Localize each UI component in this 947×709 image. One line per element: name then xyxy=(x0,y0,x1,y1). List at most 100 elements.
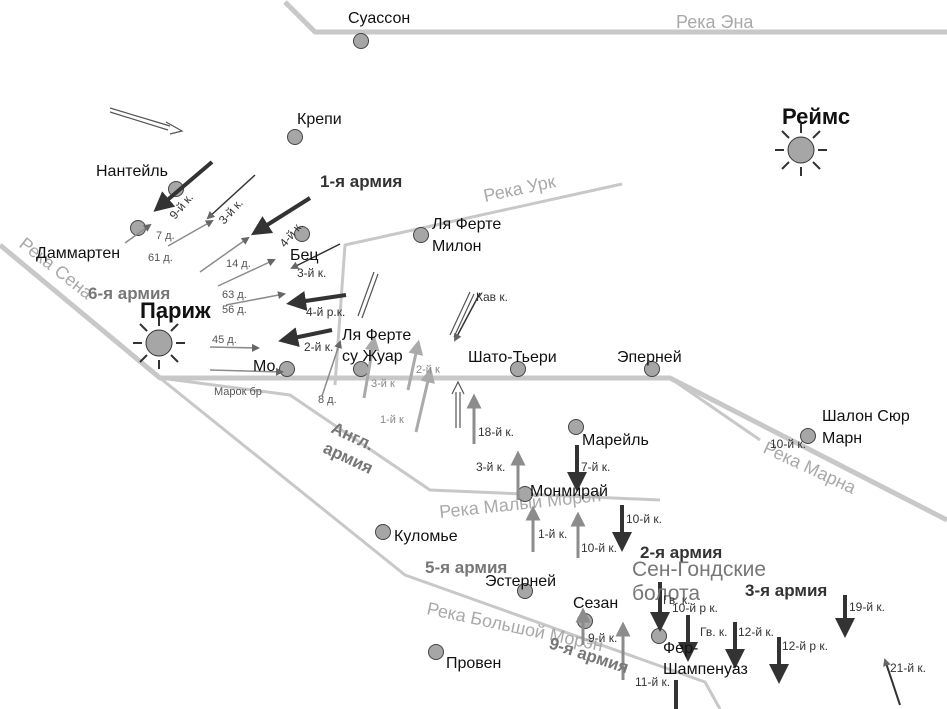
unit-k12r: 12-й р к. xyxy=(782,639,828,653)
river-marne-upper xyxy=(669,376,761,442)
unit-k10f: 10-й к. xyxy=(581,541,617,555)
unit-bef1: 1-й к xyxy=(380,414,404,426)
arrow-k4r xyxy=(286,291,347,311)
label-chalons-2: Марн xyxy=(822,430,862,447)
label-la-ferte-milon-2: Милон xyxy=(432,238,482,255)
unit-d8: 8 д. xyxy=(318,394,337,406)
unit-k1f: 1-й к. xyxy=(538,527,567,541)
unit-k3f: 3-й к. xyxy=(476,460,505,474)
river-grand-morin xyxy=(159,376,722,709)
paris-sun-icon xyxy=(133,317,185,369)
unit-gv1: Гв. к. xyxy=(663,593,690,607)
city-dot-coulommiers xyxy=(375,524,391,540)
hollow-arrow-k4r xyxy=(357,271,379,319)
arrow-d14 xyxy=(199,236,250,273)
unit-labels: 9-й к. 3-й к. 4-й к. 3-й к. 4-й р.к. 2-й… xyxy=(148,190,926,689)
city-dot-crepy xyxy=(287,129,303,145)
unit-k21: 21-й к. xyxy=(890,661,926,675)
unit-d56: 56 д. xyxy=(222,304,247,316)
unit-k19: 19-й к. xyxy=(849,600,885,614)
river-label-aisne: Река Эна xyxy=(676,12,754,32)
arrow-bef3 xyxy=(362,335,380,399)
unit-k10g: 10-й к. xyxy=(626,512,662,526)
river-ourcq xyxy=(333,182,623,386)
label-reims: Реймс xyxy=(782,104,850,129)
label-crepy: Крепи xyxy=(297,111,342,128)
label-army-6: 6-я армия xyxy=(88,284,170,303)
arrow-k2 xyxy=(278,327,333,347)
city-dot-soissons xyxy=(353,33,369,49)
label-la-ferte-milon-1: Ля Ферте xyxy=(432,216,501,233)
unit-d14: 14 д. xyxy=(226,258,251,270)
city-dot-la-ferte-milon xyxy=(413,227,429,243)
arrow-k9 xyxy=(153,160,214,212)
arrow-d63 xyxy=(217,258,276,287)
label-montmirail: Монмирай xyxy=(530,483,608,500)
unit-d7: 7 д. xyxy=(156,230,175,242)
label-chateau-thierry: Шато-Тьери xyxy=(468,349,557,366)
label-army-3: 3-я армия xyxy=(745,581,827,600)
label-army-2: 2-я армия xyxy=(640,543,722,562)
arrow-k21 xyxy=(883,658,901,706)
arrow-d61 xyxy=(167,220,214,247)
label-chalons-1: Шалон Сюр xyxy=(822,408,910,425)
allied-arrows xyxy=(124,220,631,680)
label-provins: Провен xyxy=(446,655,501,672)
label-nanteuil: Нантейль xyxy=(96,163,168,180)
arrow-marok xyxy=(209,367,284,376)
arrow-d45 xyxy=(209,343,260,352)
label-marshes-2: болота xyxy=(632,582,700,605)
hollow-arrow-kav xyxy=(449,291,475,338)
river-petit-morin xyxy=(159,376,661,502)
german-arrows xyxy=(153,160,901,709)
hollow-arrow-k18 xyxy=(451,380,465,428)
city-dot-meaux xyxy=(279,361,295,377)
unit-k11: 11-й к. xyxy=(635,675,670,689)
city-dot-chateau-thierry xyxy=(510,361,526,377)
city-dot-betz xyxy=(294,226,310,242)
unit-k10r: 10-й р к. xyxy=(672,601,718,615)
unit-bef3: 3-й к xyxy=(371,378,395,390)
city-dot-sezanne xyxy=(577,613,593,629)
label-meaux: Мо xyxy=(253,358,276,375)
label-epernay: Эперней xyxy=(617,349,682,366)
city-dots xyxy=(130,33,816,660)
label-army-5: 5-я армия xyxy=(425,558,507,577)
unit-k2: 2-й к. xyxy=(304,340,333,354)
label-mareuil: Марейль xyxy=(582,432,649,449)
arrow-k3a xyxy=(206,174,256,220)
label-soissons: Суассон xyxy=(348,10,410,27)
label-la-ferte-jouarre-2: су Жуар xyxy=(342,348,403,365)
unit-d61: 61 д. xyxy=(148,252,173,264)
river-seine xyxy=(0,243,947,523)
city-dot-provins xyxy=(428,644,444,660)
label-esternay: Эстерней xyxy=(485,573,556,590)
hollow-arrow-nw xyxy=(109,107,184,135)
label-fere-2: Шампенуаз xyxy=(663,661,748,678)
unit-k9f: 9-й к. xyxy=(588,631,617,645)
arrow-kav xyxy=(454,292,481,342)
label-marshes-1: Сен-Гондские xyxy=(632,558,766,581)
reims-sun-icon xyxy=(775,124,827,176)
arrow-k4a xyxy=(250,196,312,236)
unit-d45: 45 д. xyxy=(212,334,237,346)
unit-k12: 12-й к. xyxy=(738,625,774,639)
city-dot-esternay xyxy=(517,583,533,599)
label-coulommiers: Куломье xyxy=(394,528,458,545)
hollow-arrows xyxy=(109,107,475,428)
arrow-d56 xyxy=(225,291,286,306)
unit-k3b: 3-й к. xyxy=(297,266,326,280)
arrow-bef2 xyxy=(406,339,424,391)
label-fere-1: Фер- xyxy=(663,640,698,657)
label-army-1: 1-я армия xyxy=(320,172,402,191)
city-dot-chalons xyxy=(800,428,816,444)
city-dot-epernay xyxy=(644,361,660,377)
unit-k3a: 3-й к. xyxy=(216,196,246,227)
unit-k7: 7-й к. xyxy=(581,460,610,474)
unit-k4r: 4-й р.к. xyxy=(306,305,345,319)
arrow-k3b xyxy=(290,243,341,269)
label-paris: Париж xyxy=(140,298,211,323)
unit-kav: Кав к. xyxy=(476,290,508,304)
river-aisne xyxy=(283,0,947,35)
